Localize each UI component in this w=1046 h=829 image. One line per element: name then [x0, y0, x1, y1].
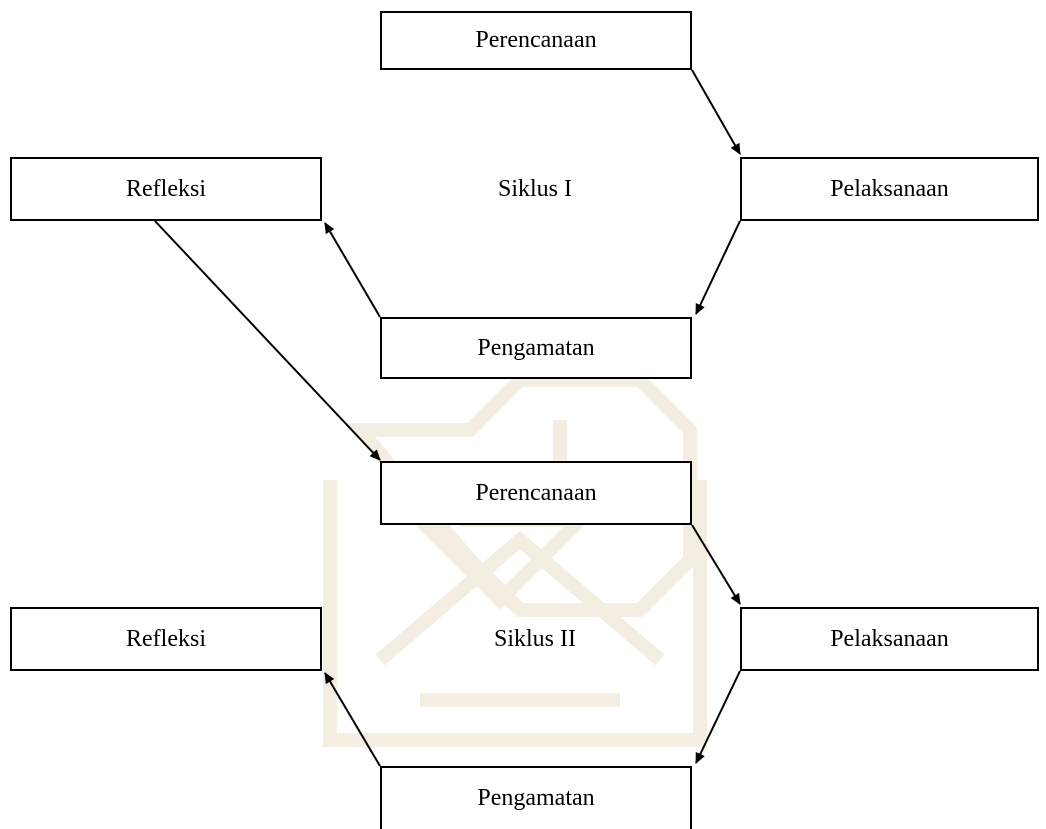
cycle2-observation-label: Pengamatan: [477, 785, 595, 811]
cycle1-action-label: Pelaksanaan: [830, 175, 949, 202]
cycle2-observation-box: Pengamatan: [380, 766, 692, 829]
cycle1-planning-label: Perencanaan: [475, 27, 597, 53]
cycle2-action-box: Pelaksanaan: [740, 607, 1039, 671]
cycle2-reflection-label: Refleksi: [126, 625, 206, 652]
cycle1-reflection-box: Refleksi: [10, 157, 322, 221]
arrow-c1-reflection-to-c2-planning: [154, 220, 381, 461]
arrow-c1-planning-to-action: [691, 69, 741, 155]
arrow-c2-observation-to-reflection: [324, 672, 381, 767]
arrow-c1-observation-to-reflection: [324, 222, 381, 318]
cycle1-observation-box: Pengamatan: [380, 317, 692, 379]
cycle2-planning-box: Perencanaan: [380, 461, 692, 525]
cycle1-title: Siklus I: [497, 176, 572, 202]
cycle1-action-box: Pelaksanaan: [740, 157, 1039, 221]
cycle1-reflection-label: Refleksi: [126, 175, 206, 202]
cycle2-action-label: Pelaksanaan: [830, 625, 949, 652]
cycle2-planning-label: Perencanaan: [475, 479, 597, 506]
cycle1-observation-label: Pengamatan: [477, 334, 595, 361]
cycle2-title: Siklus II: [493, 626, 576, 652]
arrow-c2-action-to-observation: [695, 670, 741, 764]
arrow-c2-planning-to-action: [691, 524, 741, 605]
cycle1-planning-box: Perencanaan: [380, 11, 692, 70]
cycle2-reflection-box: Refleksi: [10, 607, 322, 671]
arrow-c1-action-to-observation: [695, 220, 741, 315]
